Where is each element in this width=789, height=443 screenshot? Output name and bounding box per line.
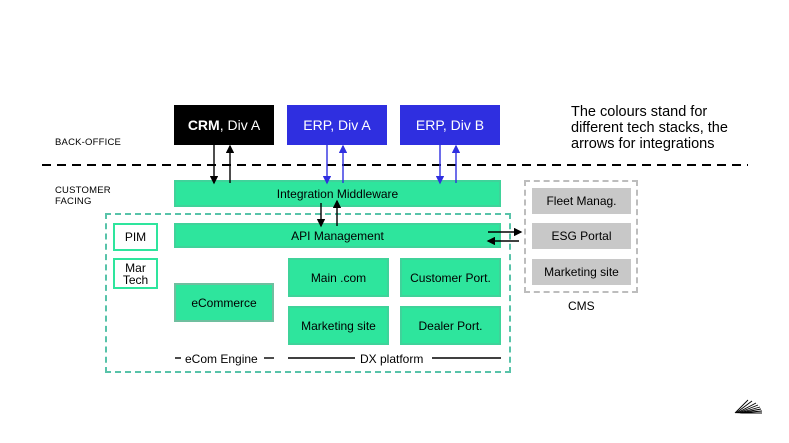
- fleet-management-box: Fleet Manag.: [532, 188, 631, 214]
- martech-label-2: Tech: [122, 272, 149, 287]
- api-management-label: API Management: [291, 228, 384, 243]
- martech-label-1: Mar: [125, 260, 146, 275]
- marketing-site-label: Marketing site: [301, 318, 376, 333]
- esg-portal-label: ESG Portal: [551, 229, 612, 243]
- ecom-engine-label: eCom Engine: [185, 352, 258, 366]
- legend-note-line-3: arrows for integrations: [571, 136, 715, 152]
- dx-platform-label: DX platform: [360, 352, 424, 366]
- customer-facing-line-2: FACING: [55, 196, 92, 207]
- integration-middleware-label: Integration Middleware: [276, 186, 399, 201]
- legend-note-line-1: The colours stand for: [571, 104, 708, 120]
- customer-portal-box: Customer Port.: [400, 258, 501, 297]
- logo-mark: [734, 399, 763, 414]
- erp-div-b-label: ERP, Div B: [415, 117, 485, 133]
- api-management-box: API Management: [174, 223, 501, 248]
- erp-div-a-label: ERP, Div A: [303, 117, 371, 133]
- legend-note: The colours stand for different tech sta…: [571, 104, 728, 152]
- marketing-site-box: Marketing site: [288, 306, 389, 345]
- cms-container: [524, 180, 638, 293]
- erp-div-a-box: ERP, Div A: [287, 105, 387, 145]
- main-com-label: Main .com: [310, 270, 367, 285]
- martech-box: Mar Tech: [113, 258, 158, 289]
- pim-label: PIM: [124, 230, 147, 244]
- customer-portal-label: Customer Port.: [410, 270, 491, 285]
- customer-facing-label: CUSTOMER FACING: [55, 185, 111, 207]
- customer-facing-line-1: CUSTOMER: [55, 185, 111, 196]
- crm-box-bold: CRM: [187, 117, 220, 133]
- fleet-management-label: Fleet Manag.: [546, 194, 617, 208]
- dealer-portal-label: Dealer Port.: [418, 318, 483, 333]
- crm-div-a-box: CRM, Div A: [174, 105, 274, 145]
- esg-portal-box: ESG Portal: [532, 223, 631, 249]
- cms-marketing-site-label: Marketing site: [544, 265, 619, 279]
- pim-box: PIM: [113, 223, 158, 251]
- customer-facing-container: [105, 213, 511, 373]
- ecommerce-box: eCommerce: [174, 283, 274, 322]
- crm-box-label: , Div A: [219, 117, 261, 133]
- ecommerce-label: eCommerce: [191, 295, 257, 310]
- cms-marketing-site-box: Marketing site: [532, 259, 631, 285]
- cms-label: CMS: [568, 299, 595, 313]
- main-com-box: Main .com: [288, 258, 389, 297]
- legend-note-line-2: different tech stacks, the: [571, 120, 728, 136]
- dealer-portal-box: Dealer Port.: [400, 306, 501, 345]
- erp-div-b-box: ERP, Div B: [400, 105, 500, 145]
- back-office-label: BACK-OFFICE: [55, 137, 122, 148]
